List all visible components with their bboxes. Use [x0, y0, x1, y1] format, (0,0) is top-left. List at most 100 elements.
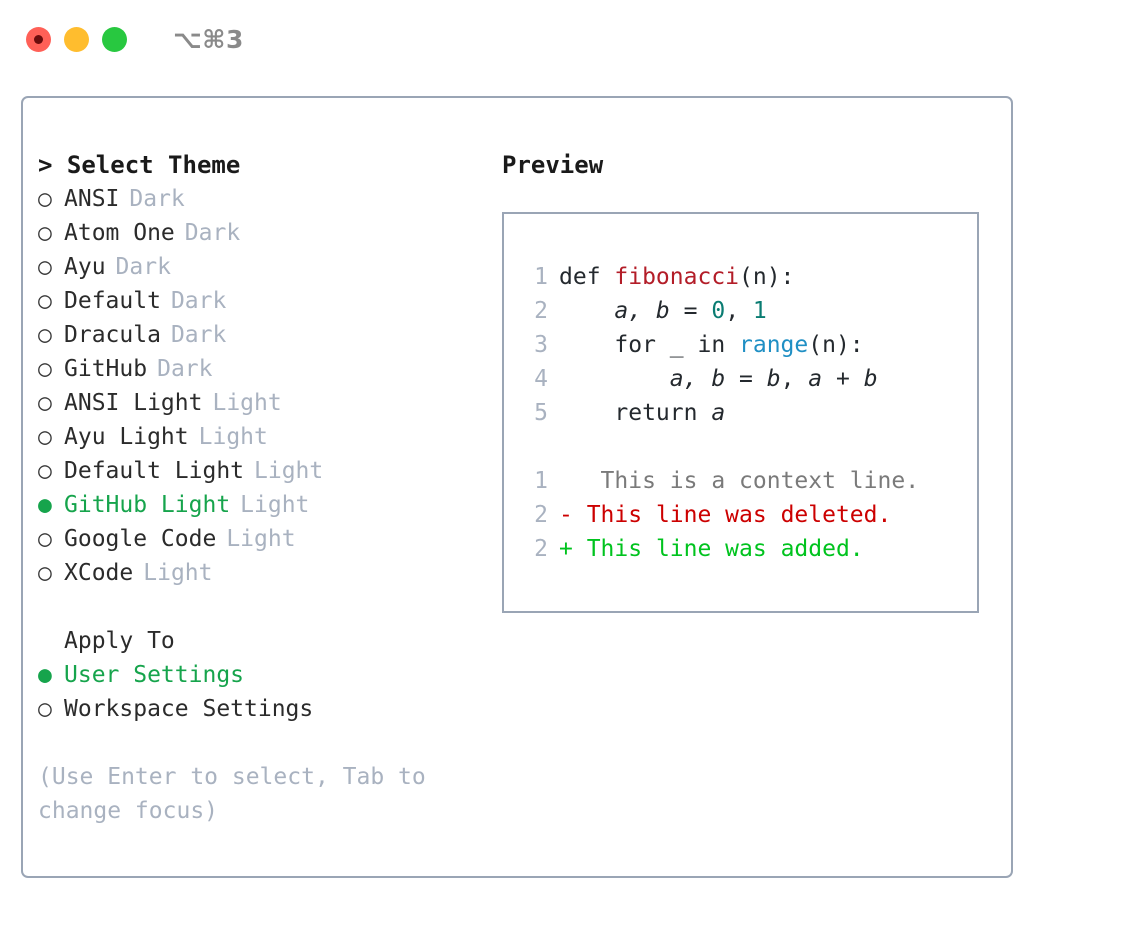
code-token-var: b — [766, 366, 781, 392]
theme-option-label: GitHub — [64, 356, 148, 382]
diff-text: This line was deleted. — [572, 502, 892, 528]
theme-option-label: Ayu — [64, 254, 106, 280]
code-line: 1 def fibonacci(n): — [522, 260, 977, 294]
code-token-num: 1 — [752, 298, 767, 324]
diff-preview: 1 This is a context line.2- This line wa… — [522, 464, 977, 566]
code-line: 5 return a — [522, 396, 977, 430]
theme-option-variant: Light — [254, 458, 324, 484]
apply-to-option-workspace-settings[interactable]: ○Workspace Settings — [38, 692, 488, 726]
code-line-text: def fibonacci(n): — [559, 260, 794, 294]
apply-to-option-user-settings[interactable]: ●User Settings — [38, 658, 488, 692]
theme-option-label: ANSI — [64, 186, 120, 212]
diff-sign — [559, 468, 573, 494]
radio-unselected-icon: ○ — [38, 526, 52, 552]
code-token-var: a, b — [669, 366, 726, 392]
radio-unselected-icon: ○ — [38, 220, 52, 246]
theme-option-variant: Light — [240, 492, 310, 518]
theme-option-dracula[interactable]: ○ Dracula Dark — [38, 318, 488, 352]
radio-unselected-icon: ○ — [38, 424, 52, 450]
diff-sign: + — [559, 536, 573, 562]
code-line-text: return a — [559, 396, 725, 430]
theme-option-label: Dracula — [64, 322, 161, 348]
radio-unselected-icon: ○ — [38, 356, 52, 382]
code-line-text: a, b = 0, 1 — [559, 294, 767, 328]
code-token-var: a — [808, 366, 823, 392]
diff-text: This line was added. — [572, 536, 864, 562]
select-theme-header: > Select Theme — [38, 151, 241, 179]
theme-option-label: Atom One — [64, 220, 175, 246]
theme-option-ayu-light[interactable]: ○ Ayu Light Light — [38, 420, 488, 454]
code-token-num: 0 — [711, 298, 726, 324]
code-line-number: 3 — [534, 332, 548, 358]
diff-sign: - — [559, 502, 573, 528]
theme-option-label: Default — [64, 288, 161, 314]
code-line: 2 a, b = 0, 1 — [522, 294, 977, 328]
theme-option-variant: Dark — [170, 322, 227, 348]
theme-option-google-code[interactable]: ○ Google Code Light — [38, 522, 488, 556]
code-diff-gap — [522, 430, 977, 464]
apply-to-title: Apply To — [64, 628, 175, 654]
close-button[interactable] — [26, 26, 51, 52]
code-token-plain: (n): — [808, 332, 864, 358]
theme-option-label: GitHub Light — [64, 492, 231, 518]
diff-line-added: 2+ This line was added. — [522, 532, 977, 566]
code-token-plain — [559, 298, 614, 324]
theme-option-label: ANSI Light — [64, 390, 203, 416]
code-line-number: 1 — [534, 264, 548, 290]
apply-to-option-label: Workspace Settings — [64, 696, 314, 722]
code-line-number: 5 — [534, 400, 548, 426]
code-line-number: 4 — [534, 366, 548, 392]
code-token-plain: , — [780, 366, 809, 392]
theme-option-variant: Dark — [129, 186, 185, 212]
apply-to-list: ●User Settings○Workspace Settings — [38, 658, 488, 726]
list-spacer — [38, 590, 488, 624]
radio-unselected-icon: ○ — [38, 254, 52, 280]
radio-selected-icon: ● — [38, 662, 52, 688]
code-token-var: a — [711, 400, 726, 426]
radio-unselected-icon: ○ — [38, 322, 52, 348]
keyboard-hint-text: (Use Enter to select, Tab to change focu… — [38, 764, 426, 824]
theme-option-label: Ayu Light — [64, 424, 189, 450]
diff-line-context: 1 This is a context line. — [522, 464, 977, 498]
maximize-button[interactable] — [102, 26, 127, 52]
radio-selected-icon: ● — [38, 492, 52, 518]
diff-line-number: 1 — [534, 468, 548, 494]
code-token-var: a, b — [614, 298, 670, 324]
code-line-number: 2 — [534, 298, 548, 324]
theme-option-label: Google Code — [64, 526, 217, 552]
code-token-plain: = — [725, 366, 767, 392]
minimize-button[interactable] — [64, 26, 89, 52]
code-token-plain: for _ in — [559, 332, 740, 358]
theme-option-variant: Light — [226, 526, 296, 552]
code-line-text: a, b = b, a + b — [559, 362, 878, 396]
diff-line-deleted: 2- This line was deleted. — [522, 498, 977, 532]
code-token-plain: def — [559, 264, 615, 290]
theme-option-variant: Light — [143, 560, 213, 586]
diff-line-body: - This line was deleted. — [559, 498, 891, 532]
code-token-call: range — [739, 332, 809, 358]
hint-spacer — [38, 726, 488, 760]
diff-line-number: 2 — [534, 502, 548, 528]
code-token-plain — [559, 366, 670, 392]
theme-option-variant: Light — [212, 390, 282, 416]
theme-option-variant: Light — [198, 424, 268, 450]
diff-text: This is a context line. — [572, 468, 920, 494]
preview-title: Preview — [502, 151, 604, 179]
keyboard-shortcut-label: ⌥⌘3 — [173, 24, 244, 54]
theme-option-github-light[interactable]: ● GitHub Light Light — [38, 488, 488, 522]
code-token-plain: + — [822, 366, 864, 392]
code-line: 4 a, b = b, a + b — [522, 362, 977, 396]
